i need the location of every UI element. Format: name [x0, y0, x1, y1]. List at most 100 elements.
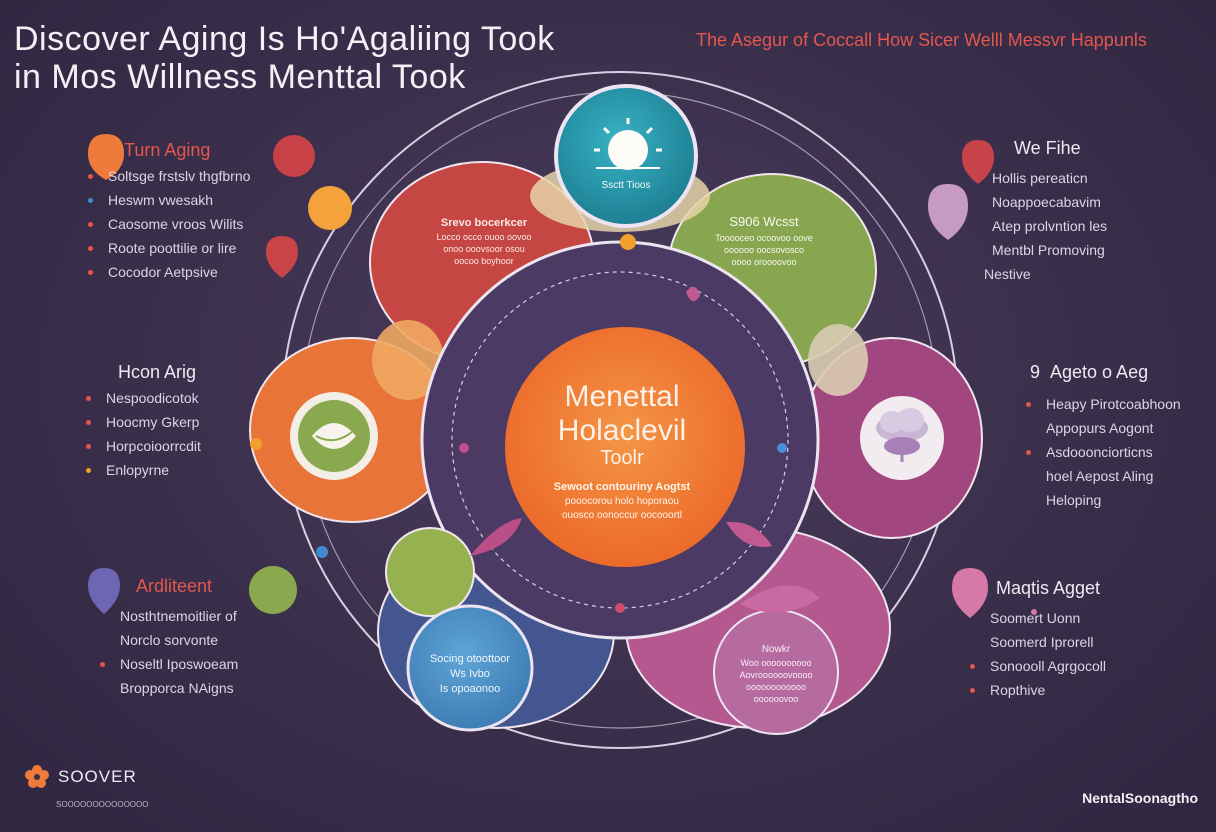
- left-mid-title: Hcon Arig: [118, 362, 197, 382]
- center-title-line3: Toolr: [600, 447, 644, 469]
- list-item: Norclo sorvonte: [96, 628, 238, 652]
- list-item: Ropthive: [966, 678, 1106, 702]
- list-item: Heloping: [1022, 488, 1181, 512]
- list-item: Cocodor Aetpsive: [84, 260, 250, 284]
- red-petal-line3: oocoo boyhoor: [454, 256, 514, 266]
- center-desc-1: Sewoot contouriny Aogtst: [554, 481, 691, 493]
- leaf-decor-top: [686, 286, 700, 302]
- bullet-dot: [88, 270, 93, 275]
- title-line-2: in Mos Willness Menttal Took: [14, 58, 466, 96]
- list-item: Roote poottilie or lire: [84, 236, 250, 260]
- bubble-red-top: [273, 135, 315, 177]
- list-item: Asdooonciorticns: [1022, 440, 1181, 464]
- bullet-dot: [970, 616, 975, 621]
- list-item: Nosthtnemoitlier of: [96, 604, 238, 628]
- dot-left-blue: [316, 546, 328, 558]
- bullet-dot: [88, 198, 93, 203]
- sun-icon: [594, 118, 662, 170]
- list-item: hoel Aepost Aling: [1022, 464, 1181, 488]
- right-bottom-title: Maqtis Agget: [996, 578, 1101, 598]
- logo-text: SOOVER: [58, 767, 137, 786]
- center-desc-2: pooocorou holo hoporaou: [565, 496, 679, 507]
- dot-right-inner: [777, 443, 787, 453]
- list-item: Hollis pereaticn: [992, 170, 1088, 186]
- bubble-yellow: [308, 186, 352, 230]
- list-item: Nestive: [984, 266, 1031, 282]
- green-bubble: [385, 527, 475, 617]
- bubble-green-left: [249, 566, 297, 614]
- green-petal-line1: Tooooceo ocoovoo oove: [715, 233, 813, 243]
- leaf-decor-right: [726, 521, 772, 547]
- logo: SOOVER: [22, 762, 137, 792]
- left-mid-list: Nespoodicotok Hoocmy Gkerp Horpcoioorrcd…: [82, 386, 201, 482]
- bubble-orange-top: [88, 134, 124, 180]
- bubble-red-small: [266, 236, 298, 278]
- right-mid-number: 9: [1030, 362, 1041, 382]
- bullet-dot: [88, 174, 93, 179]
- right-mid-title: Ageto o Aeg: [1050, 362, 1149, 382]
- title-line-1: Discover Aging Is Ho'Agaliing Took: [14, 20, 555, 58]
- top-teal-label: Ssctt Tioos: [602, 180, 651, 191]
- list-item: Enlopyrne: [82, 458, 201, 482]
- blue-circle-line1: Socing otoottoor: [430, 653, 510, 665]
- purple-circle-line2: Aovroooooovoooo: [739, 670, 812, 680]
- list-item: Heswm vwesakh: [84, 188, 250, 212]
- left-bottom-title: Ardliteent: [136, 576, 213, 596]
- center-title-line2: Holaclevil: [558, 414, 686, 447]
- list-item: Sonoooll Agrgocoll: [966, 654, 1106, 678]
- purple-circle-line1: Woo oooooooooo: [741, 658, 812, 668]
- right-mid-list: Heapy Pirotcoabhoon Appopurs Aogont Asdo…: [1022, 392, 1181, 512]
- logo-subtext: SOOOOOOOOOOOOOO: [56, 800, 149, 809]
- petal-overlap-left: [372, 320, 444, 400]
- dot-small-right: [1031, 609, 1037, 615]
- list-item: Horpcoioorrcdit: [82, 434, 201, 458]
- brand-name: NentalSoonagtho: [1082, 790, 1198, 806]
- flower-icon: [25, 765, 49, 788]
- left-top-title: Turn Aging: [124, 140, 211, 160]
- center-title-line1: Menettal: [564, 380, 679, 413]
- bubble-red-right: [962, 140, 994, 184]
- list-item: Heapy Pirotcoabhoon: [1022, 392, 1181, 416]
- list-item: Soomert Uonn: [966, 606, 1106, 630]
- list-item: Appopurs Aogont: [1022, 416, 1181, 440]
- bubble-pink-right: [928, 184, 968, 240]
- list-item: Nespoodicotok: [82, 386, 201, 410]
- bullet-dot: [970, 640, 975, 645]
- bubble-purple-left: [88, 568, 120, 614]
- bullet-dot: [1026, 450, 1031, 455]
- bullet-dot: [970, 664, 975, 669]
- bullet-dot: [1026, 474, 1031, 479]
- right-bottom-list: Soomert Uonn Soomerd Iprorell Sonoooll A…: [966, 606, 1106, 702]
- list-item: Hoocmy Gkerp: [82, 410, 201, 434]
- leaf-decor-bottom: [740, 585, 820, 613]
- red-petal-line1: Locco occo ouoo oovoo: [436, 232, 531, 242]
- right-top-title: We Fihe: [1014, 138, 1081, 158]
- bullet-dot: [100, 638, 105, 643]
- blue-circle-line3: Is opoaonoo: [440, 683, 501, 695]
- bullet-dot: [86, 468, 91, 473]
- red-petal-title: Srevo bocerkcer: [441, 217, 528, 229]
- bullet-dot: [1026, 426, 1031, 431]
- left-top-list: Soltsge frstslv thgfbrno Heswm vwesakh C…: [84, 164, 250, 284]
- red-petal-line2: onoo ooovsoor osou: [443, 244, 525, 254]
- purple-circle-title: Nowkr: [762, 644, 791, 655]
- blue-circle-line2: Ws Ivbo: [450, 668, 490, 680]
- subtitle: The Asegur of Coccall How Sicer Welll Me…: [696, 30, 1147, 50]
- purple-circle-line3: oooooooooooo: [746, 682, 806, 692]
- central-dashed-ring: [451, 271, 789, 609]
- dot-left-orange: [250, 438, 262, 450]
- bullet-dot: [88, 222, 93, 227]
- center-desc-3: ouosco oonoccur oocooortl: [562, 510, 682, 521]
- list-item: Soltsge frstslv thgfbrno: [84, 164, 250, 188]
- bullet-dot: [100, 686, 105, 691]
- bullet-dot: [1026, 402, 1031, 407]
- bullet-dot: [88, 246, 93, 251]
- purple-circle-line4: oooooovoo: [754, 694, 799, 704]
- bottom-blue-circle: [406, 604, 534, 732]
- list-item: Caosome vroos Wilits: [84, 212, 250, 236]
- bullet-dot: [86, 396, 91, 401]
- left-bottom-list: Nosthtnemoitlier of Norclo sorvonte Nose…: [96, 604, 238, 700]
- dot-bottom-inner: [615, 603, 625, 613]
- bullet-dot: [100, 662, 105, 667]
